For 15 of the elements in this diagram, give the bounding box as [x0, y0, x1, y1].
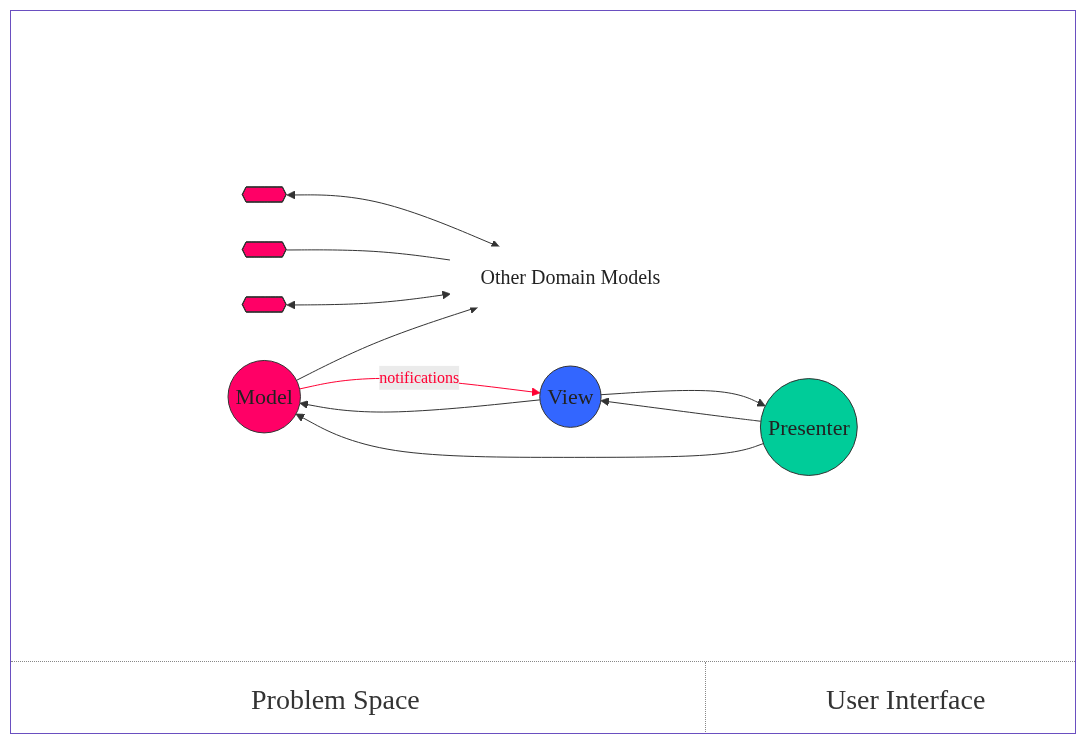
arrow: [286, 190, 501, 248]
node-circle: View: [539, 365, 602, 428]
arrow: [296, 305, 479, 381]
arrow: [600, 389, 766, 407]
arrow: [296, 413, 765, 458]
arrow: [299, 399, 541, 413]
arrow: [600, 397, 762, 422]
connector: [286, 249, 452, 261]
node-text: Other Domain Models: [480, 265, 661, 288]
node-circle: Model: [227, 359, 302, 434]
region-label: User Interface: [826, 684, 986, 716]
arrow: [286, 290, 452, 310]
node-circle: Presenter: [760, 377, 859, 476]
region-label: Problem Space: [251, 684, 420, 716]
edge-label: notifications: [379, 368, 460, 386]
